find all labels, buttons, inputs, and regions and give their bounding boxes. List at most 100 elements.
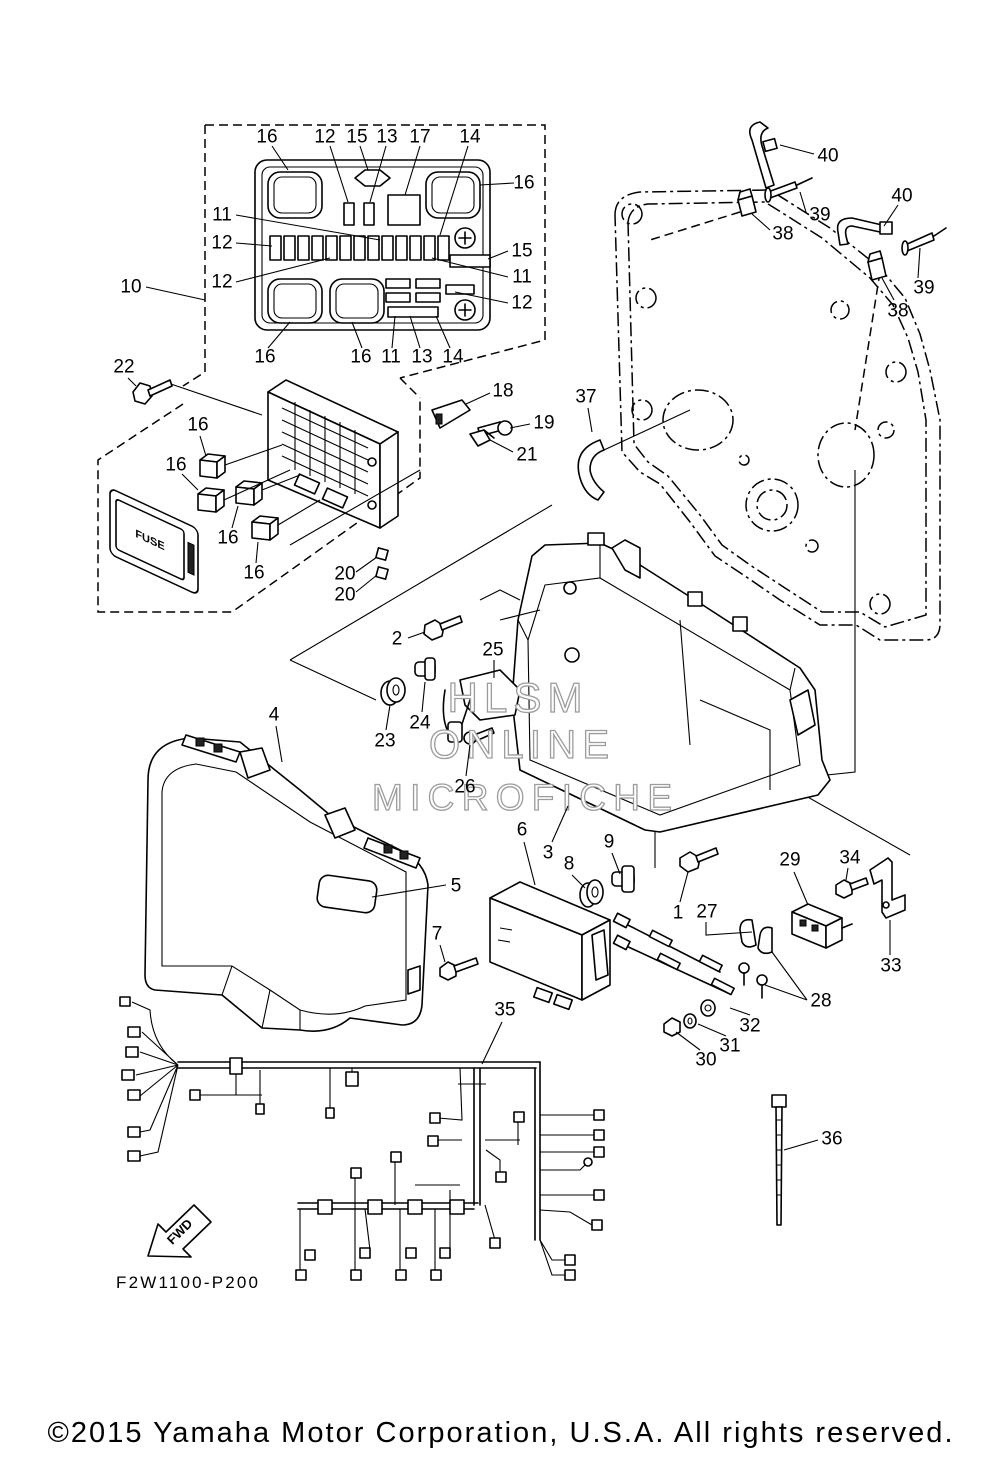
callout-14: 14 <box>459 127 481 148</box>
bolt-7 <box>439 957 479 981</box>
relay-socket-top-left <box>267 171 323 219</box>
screw-26 <box>463 727 495 745</box>
cover-label-plate-5 <box>316 874 378 914</box>
callout-34: 34 <box>839 848 861 869</box>
callout-2: 2 <box>392 629 403 650</box>
callout-16: 16 <box>243 563 264 584</box>
diagram-code: F2W1100-P200 <box>116 1273 258 1292</box>
callout-6: 6 <box>517 820 528 841</box>
push-rivet-39-upper <box>764 177 813 203</box>
lower-fuse-group <box>385 278 475 318</box>
fuse-13-small <box>363 202 375 226</box>
fuse-15-top <box>354 169 391 187</box>
bolt-2 <box>423 615 463 641</box>
callout-22: 22 <box>113 357 134 378</box>
grommet-24 <box>414 657 436 681</box>
callout-15: 15 <box>346 127 367 148</box>
callout-11: 11 <box>381 347 401 368</box>
callout-20: 20 <box>334 585 355 606</box>
relay-2 <box>197 487 225 513</box>
bolt-22 <box>132 379 173 405</box>
main-fuse-17 <box>387 194 421 226</box>
cable-tie-36 <box>771 1094 787 1226</box>
callout-32: 32 <box>739 1016 760 1037</box>
callout-16: 16 <box>165 455 186 476</box>
grommet-37-line <box>603 409 691 451</box>
fuse-cover: FUSE <box>109 489 199 594</box>
callout-23: 23 <box>374 731 395 752</box>
cable-tie-40-upper <box>749 121 778 189</box>
electrical-box-cover <box>144 734 429 1032</box>
fuse-12-small <box>343 202 355 226</box>
callout-16: 16 <box>217 528 238 549</box>
callout-16: 16 <box>256 127 277 148</box>
nut-20-lower <box>375 566 389 580</box>
fuse-box-top-view <box>254 159 491 331</box>
callout-27: 27 <box>696 902 717 923</box>
callout-19: 19 <box>533 413 554 434</box>
nut-20-upper <box>375 547 389 561</box>
callout-30: 30 <box>695 1050 716 1071</box>
callout-18: 18 <box>492 381 513 402</box>
fuse-box-detail-outline <box>97 124 546 613</box>
callout-16: 16 <box>513 173 534 194</box>
callout-38: 38 <box>772 224 793 245</box>
svg-text:MICROFICHE: MICROFICHE <box>372 777 672 818</box>
washer-31 <box>683 1013 697 1029</box>
callout-12: 12 <box>511 293 532 314</box>
callout-7: 7 <box>432 924 443 945</box>
wire-harness-35 <box>119 996 605 1281</box>
battery-terminal-top-icon <box>454 227 476 249</box>
callout-11: 11 <box>512 267 532 288</box>
cover-connector-right <box>324 807 421 869</box>
grommet-8 <box>579 879 604 908</box>
callout-28: 28 <box>810 991 831 1012</box>
relay-1 <box>199 453 226 479</box>
callout-11: 11 <box>212 205 232 226</box>
callout-21: 21 <box>516 445 537 466</box>
mini-fuse-row <box>269 235 450 261</box>
callout-13: 13 <box>376 127 397 148</box>
mounting-plate <box>614 189 941 641</box>
clip-mount-lines <box>649 211 881 431</box>
callout-16: 16 <box>254 347 275 368</box>
relay-bracket-33 <box>869 857 906 919</box>
callout-25: 25 <box>482 640 503 661</box>
callout-33: 33 <box>880 956 901 977</box>
callout-40: 40 <box>891 186 912 207</box>
callout-8: 8 <box>564 854 575 875</box>
callout-24: 24 <box>409 713 431 734</box>
electrical-box-tray <box>479 532 831 833</box>
bolt-1 <box>679 847 719 873</box>
fuse-box-mount-lines <box>289 469 553 701</box>
callout-12: 12 <box>314 127 335 148</box>
relay-4 <box>251 515 279 541</box>
copyright-notice: ©2015 Yamaha Motor Corporation, U.S.A. A… <box>48 1417 953 1449</box>
clip-38-lower <box>867 250 887 281</box>
svg-text:HLSM: HLSM <box>448 674 583 721</box>
callout-39: 39 <box>913 278 934 299</box>
grommet-23 <box>380 677 406 706</box>
grommet-37 <box>577 439 605 501</box>
callout-16: 16 <box>350 347 371 368</box>
fuse-box-housing <box>267 379 399 529</box>
callout-3: 3 <box>543 843 554 864</box>
callout-16: 16 <box>187 415 208 436</box>
callout-36: 36 <box>821 1129 842 1150</box>
bolt-30 <box>663 1017 681 1037</box>
bolt-34 <box>835 877 869 899</box>
callout-17: 17 <box>409 127 430 148</box>
ecu-module <box>489 881 611 1011</box>
bracket-18 <box>431 399 471 429</box>
callout-13: 13 <box>411 347 432 368</box>
terminal-boot-28 <box>738 918 773 999</box>
cable-27 <box>612 912 735 996</box>
callout-10: 10 <box>120 277 141 298</box>
callout-12: 12 <box>211 272 232 293</box>
leader-lines <box>127 144 921 1151</box>
battery-terminal-bottom-icon <box>454 299 476 321</box>
washer-32 <box>700 999 716 1017</box>
clip-38-upper <box>737 188 757 217</box>
relay-socket-bottom-center <box>329 278 385 324</box>
